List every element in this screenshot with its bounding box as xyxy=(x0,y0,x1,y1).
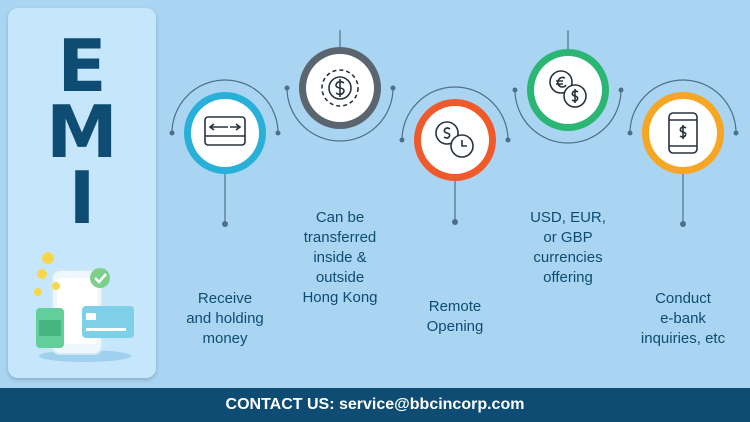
feature-1-label: Receive and holding money xyxy=(186,290,264,347)
mobile-dollar-icon xyxy=(668,112,698,154)
contact-footer: CONTACT US: service@bbcincorp.com xyxy=(0,388,750,422)
letter-e: E xyxy=(57,24,107,108)
exchange-arrows-icon xyxy=(204,116,246,146)
letter-m: M xyxy=(46,90,118,174)
euro-dollar-coins-icon xyxy=(549,70,587,108)
feature-2-node xyxy=(284,30,396,142)
feature-1-node xyxy=(169,79,281,227)
letter-i: I xyxy=(68,156,96,240)
feature-3-label: Remote Opening xyxy=(426,298,484,335)
dollar-gear-icon xyxy=(321,69,359,107)
mobile-phone-coins-card-illustration xyxy=(34,252,134,362)
contact-text[interactable]: CONTACT US: service@bbcincorp.com xyxy=(225,396,525,413)
feature-5-node xyxy=(627,79,739,227)
feature-4-label: USD, EUR, or GBP currencies offering xyxy=(530,209,606,286)
feature-4-node xyxy=(512,30,624,144)
feature-5-label: Conduct e-bank inquiries, etc xyxy=(640,290,726,347)
coin-clock-icon xyxy=(435,121,474,158)
feature-3-node xyxy=(399,86,511,225)
feature-2-label: Can be transferred inside & outside Hong… xyxy=(302,209,378,306)
features-diagram xyxy=(169,30,739,227)
emi-panel: E M I xyxy=(8,8,156,378)
